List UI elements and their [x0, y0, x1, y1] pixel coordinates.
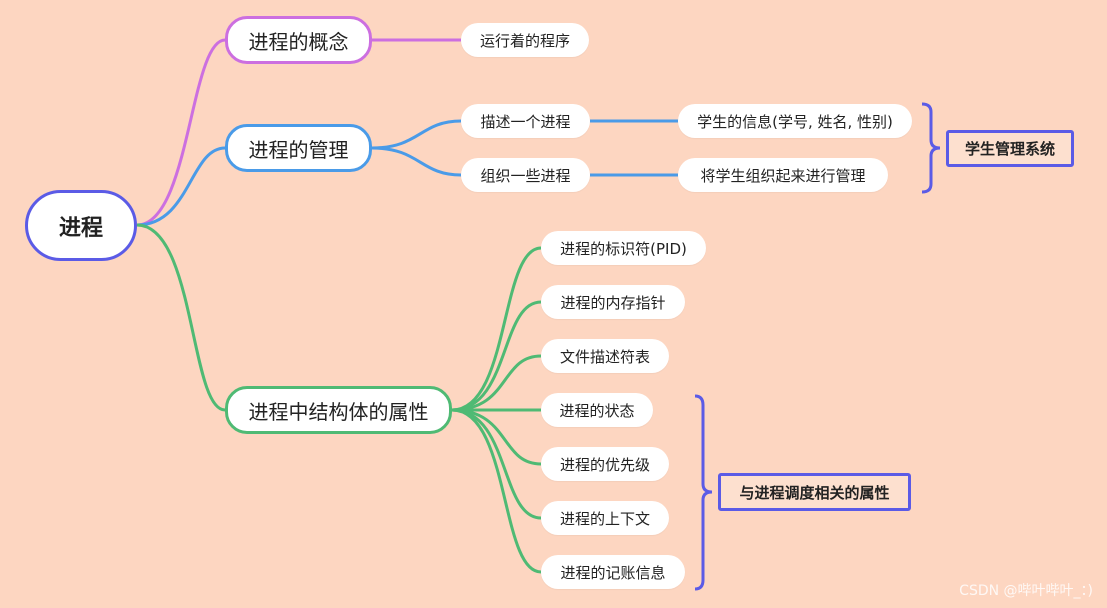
branch-management[interactable]: 进程的管理 — [225, 124, 372, 172]
leaf-attr-state[interactable]: 进程的状态 — [541, 393, 653, 427]
leaf-attr-memory-pointer[interactable]: 进程的内存指针 — [541, 285, 685, 319]
root-node[interactable]: 进程 — [25, 190, 137, 261]
summary-student-system[interactable]: 学生管理系统 — [946, 130, 1074, 167]
leaf-describe-process[interactable]: 描述一个进程 — [461, 104, 590, 138]
link-attr-4 — [451, 408, 542, 466]
bracket-scheduling — [694, 394, 713, 591]
leaf-attr-pid[interactable]: 进程的标识符(PID) — [541, 231, 706, 265]
link-attr-6 — [451, 408, 542, 574]
branch-attributes[interactable]: 进程中结构体的属性 — [225, 386, 452, 434]
leaf-organize-processes[interactable]: 组织一些进程 — [461, 158, 590, 192]
attribute-links — [451, 246, 542, 574]
link-root-attributes — [136, 223, 226, 412]
leaf-running-program[interactable]: 运行着的程序 — [461, 23, 589, 57]
link-attr-5 — [451, 408, 542, 520]
bracket-management — [921, 102, 941, 194]
leaf-attr-context[interactable]: 进程的上下文 — [541, 501, 669, 535]
link-attr-0 — [451, 246, 542, 412]
leaf-organize-students[interactable]: 将学生组织起来进行管理 — [678, 158, 888, 192]
link-root-concept — [136, 38, 226, 227]
link-root-management — [136, 146, 226, 227]
watermark: CSDN @哔叶哔叶_：) — [959, 583, 1093, 599]
leaf-student-info[interactable]: 学生的信息(学号, 姓名, 性别) — [678, 104, 912, 138]
link-attr-1 — [451, 300, 542, 412]
branch-concept[interactable]: 进程的概念 — [225, 16, 372, 64]
leaf-attr-accounting[interactable]: 进程的记账信息 — [541, 555, 685, 589]
link-attr-2 — [451, 354, 542, 412]
link-management-organize — [371, 146, 462, 177]
leaf-attr-fd-table[interactable]: 文件描述符表 — [541, 339, 669, 373]
link-management-describe — [371, 119, 462, 150]
leaf-attr-priority[interactable]: 进程的优先级 — [541, 447, 669, 481]
summary-scheduling-attributes[interactable]: 与进程调度相关的属性 — [718, 473, 911, 511]
